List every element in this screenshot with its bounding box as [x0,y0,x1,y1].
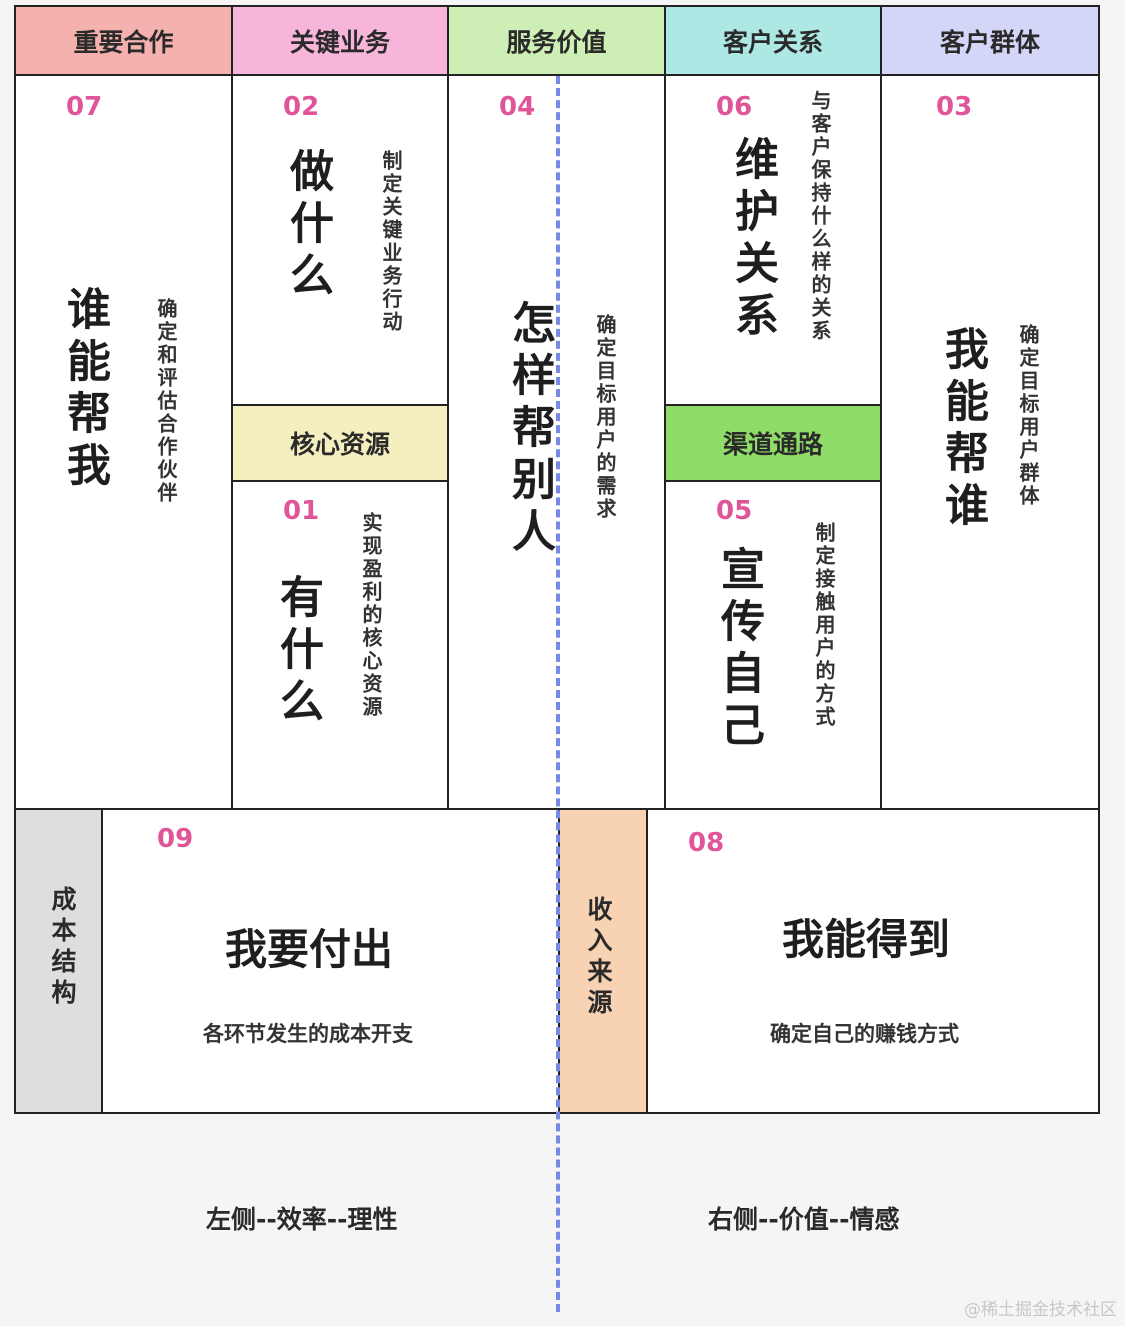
header-label: 关键业务 [289,27,390,57]
cost-structure-number: 09 [157,824,194,854]
channels-cell: 05 宣传自己 制定接触用户的方式 [664,480,882,810]
header-label: 重要合作 [73,27,174,57]
channels-number: 05 [716,496,753,526]
header-key-activities: 关键业务 [231,5,449,76]
cost-structure-title: 我要付出 [225,925,394,974]
key-resources-desc: 实现盈利的核心资源 [359,512,383,719]
watermark: @稀土掘金技术社区 [964,1300,1117,1320]
key-activities-desc: 制定关键业务行动 [379,150,403,334]
revenue-streams-label-text: 收入来源 [584,896,613,1020]
value-proposition-desc: 确定目标用户的需求 [593,314,617,521]
revenue-streams-desc: 确定自己的赚钱方式 [770,1022,959,1046]
value-proposition-title: 怎样帮别人 [504,300,555,560]
cost-structure-desc: 各环节发生的成本开支 [203,1022,413,1046]
key-activities-cell: 02 做什么 制定关键业务行动 [231,74,449,406]
channels-desc: 制定接触用户的方式 [812,522,836,729]
channels-title: 宣传自己 [713,546,764,754]
customer-relationships-title: 维护关系 [727,136,778,344]
cost-structure-cell: 09 我要付出 各环节发生的成本开支 [101,808,560,1114]
header-label: 服务价值 [506,27,607,57]
key-partners-desc: 确定和评估合作伙伴 [154,298,178,505]
footer-right: 右侧--价值--情感 [708,1205,900,1234]
key-resources-title: 有什么 [272,574,323,730]
key-activities-number: 02 [283,92,320,122]
header-customer-segments: 客户群体 [880,5,1100,76]
center-divider [556,76,560,1312]
key-partners-cell: 07 谁能帮我 确定和评估合作伙伴 [14,74,233,810]
customer-relationships-number: 06 [716,92,753,122]
channels-header: 渠道通路 [664,404,882,482]
customer-segments-cell: 03 我能帮谁 确定目标用户群体 [880,74,1100,810]
customer-relationships-cell: 06 维护关系 与客户保持什么样的关系 [664,74,882,406]
header-label: 客户群体 [939,27,1040,57]
cost-structure-label: 成本结构 [14,808,103,1114]
key-partners-title: 谁能帮我 [59,286,110,494]
channels-header-label: 渠道通路 [722,430,823,459]
customer-segments-desc: 确定目标用户群体 [1016,324,1040,508]
revenue-streams-label: 收入来源 [558,808,648,1114]
header-key-partners: 重要合作 [14,5,233,76]
header-value-proposition: 服务价值 [447,5,666,76]
key-resources-header: 核心资源 [231,404,449,482]
revenue-streams-title: 我能得到 [782,915,951,964]
revenue-streams-number: 08 [688,828,725,858]
cost-structure-label-text: 成本结构 [48,886,77,1010]
key-resources-number: 01 [283,496,320,526]
customer-segments-number: 03 [936,92,973,122]
customer-relationships-desc: 与客户保持什么样的关系 [808,90,832,343]
key-partners-number: 07 [66,92,103,122]
key-resources-header-label: 核心资源 [289,430,390,459]
key-activities-title: 做什么 [282,148,333,304]
revenue-streams-cell: 08 我能得到 确定自己的赚钱方式 [646,808,1100,1114]
footer-left: 左侧--效率--理性 [206,1205,398,1234]
header-label: 客户关系 [722,27,823,57]
customer-segments-title: 我能帮谁 [937,326,988,534]
header-customer-relationships: 客户关系 [664,5,882,76]
value-proposition-number: 04 [499,92,536,122]
key-resources-cell: 01 有什么 实现盈利的核心资源 [231,480,449,810]
